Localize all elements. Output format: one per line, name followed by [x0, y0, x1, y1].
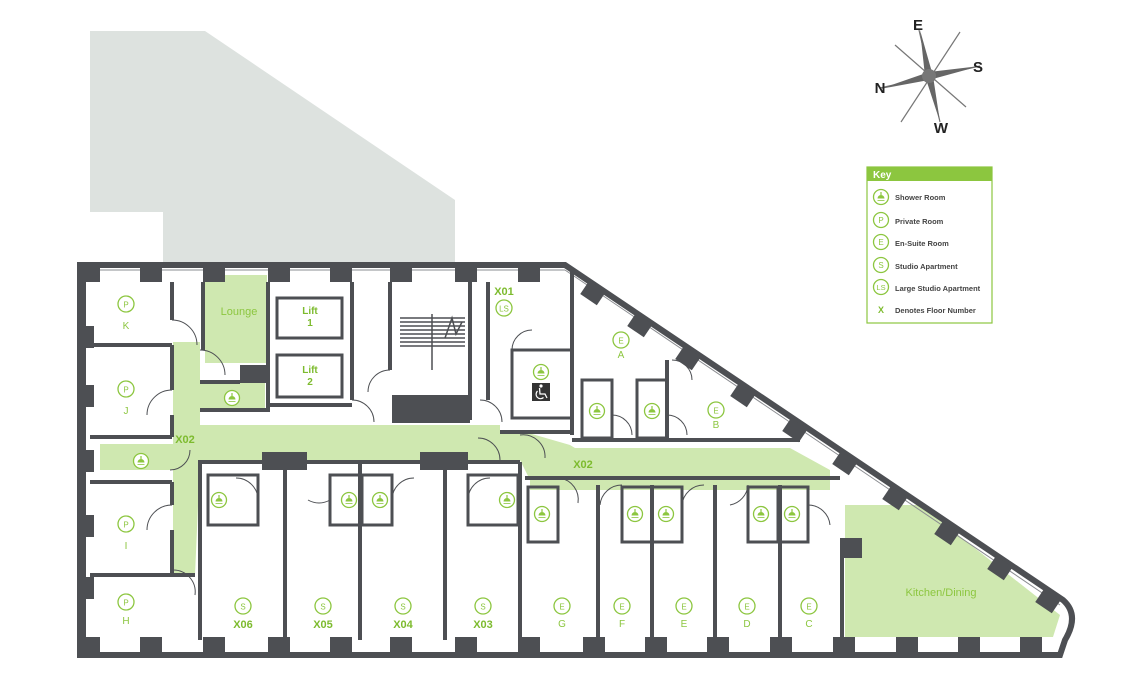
svg-text:G: G [558, 619, 566, 630]
svg-text:S: S [480, 603, 485, 612]
svg-text:F: F [619, 619, 625, 630]
lift2-label: Lift [302, 365, 318, 376]
svg-text:X03: X03 [473, 619, 493, 631]
compass-rose: N E S W [875, 17, 983, 137]
svg-text:P: P [123, 386, 128, 395]
key-item-shower: Shower Room [895, 193, 946, 202]
ensuite-room-b: E B [707, 401, 725, 431]
svg-text:E: E [681, 603, 686, 612]
svg-text:P: P [123, 521, 128, 530]
svg-text:E: E [878, 238, 883, 247]
svg-text:X04: X04 [393, 619, 413, 631]
key-title: Key [873, 170, 892, 181]
common-areas [100, 275, 1060, 637]
svg-text:X06: X06 [233, 619, 253, 631]
lift1-number: 1 [307, 318, 313, 329]
compass-east: E [913, 17, 923, 34]
svg-text:P: P [878, 216, 883, 225]
svg-text:E: E [744, 603, 749, 612]
lounge-label: Lounge [221, 306, 258, 318]
key-item-floor-number: Denotes Floor Number [895, 306, 976, 315]
svg-text:S: S [320, 603, 325, 612]
ensuite-room-d: E D [738, 597, 756, 630]
svg-text:H: H [122, 616, 129, 627]
door-swings [146, 319, 831, 596]
svg-text:A: A [618, 350, 625, 361]
svg-text:P: P [123, 599, 128, 608]
lift1-label: Lift [302, 306, 318, 317]
compass-south: S [973, 59, 983, 76]
svg-text:K: K [123, 321, 130, 332]
key-item-private: Private Room [895, 217, 944, 226]
svg-text:B: B [713, 420, 720, 431]
ensuite-room-f: E F [613, 597, 631, 630]
studio-x05: S X05 [313, 597, 333, 631]
private-room-h: P H [117, 593, 135, 627]
svg-text:E: E [618, 337, 623, 346]
svg-text:S: S [400, 603, 405, 612]
x01-number: X01 [494, 286, 514, 298]
ensuite-room-a: E A [612, 331, 630, 361]
svg-text:S: S [240, 603, 245, 612]
key-legend: Key Shower Room P Private Room E En-Suit… [866, 166, 993, 324]
interior-walls [90, 270, 844, 640]
svg-text:I: I [125, 541, 128, 552]
staircase [400, 314, 465, 370]
svg-text:E: E [806, 603, 811, 612]
svg-text:E: E [681, 619, 688, 630]
svg-text:X: X [878, 305, 884, 315]
x01-badge [495, 299, 513, 317]
private-room-j: P J [117, 380, 135, 417]
key-item-large-studio: Large Studio Apartment [895, 284, 981, 293]
svg-text:E: E [619, 603, 624, 612]
studio-x06: S X06 [233, 597, 253, 631]
ensuite-room-c: E C [800, 597, 818, 630]
key-item-ensuite: En-Suite Room [895, 239, 949, 248]
ensuite-room-e: E E [675, 597, 693, 630]
private-room-k: P K [117, 295, 135, 332]
svg-text:D: D [743, 619, 750, 630]
wheelchair-icon [532, 383, 550, 401]
compass-west: W [934, 120, 949, 137]
x02-corridor-label: X02 [573, 459, 593, 471]
svg-text:E: E [559, 603, 564, 612]
svg-text:E: E [713, 407, 718, 416]
x02-left-label: X02 [175, 434, 195, 446]
kitchen-label: Kitchen/Dining [906, 587, 977, 599]
ensuite-room-g: E G [553, 597, 571, 630]
private-room-i: P I [117, 515, 135, 552]
svg-text:C: C [805, 619, 812, 630]
svg-text:P: P [123, 301, 128, 310]
svg-text:LS: LS [876, 283, 885, 292]
svg-text:X05: X05 [313, 619, 333, 631]
x01-type: LS [499, 305, 509, 314]
structural-columns [78, 262, 1061, 657]
studio-x03: S X03 [473, 597, 493, 631]
key-item-studio: Studio Apartment [895, 262, 958, 271]
studio-x04: S X04 [393, 597, 414, 631]
wall-blocks [240, 365, 862, 558]
svg-text:J: J [124, 406, 129, 417]
lift2-number: 2 [307, 377, 313, 388]
compass-north: N [875, 80, 886, 97]
site-outline [90, 31, 455, 268]
shower-icon [872, 188, 890, 206]
svg-text:S: S [878, 261, 883, 270]
